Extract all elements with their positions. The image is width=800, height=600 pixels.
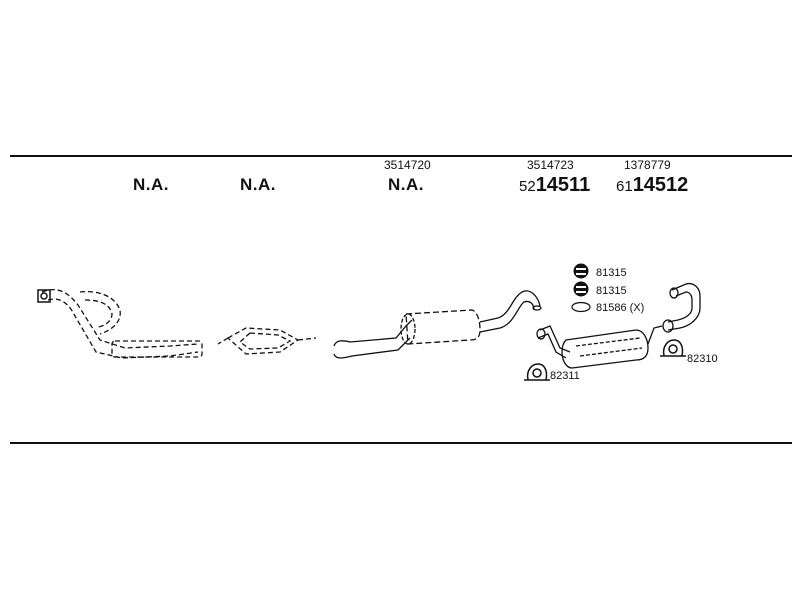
- part-number-3514720: 3514720: [384, 158, 431, 172]
- bottom-rule: [10, 442, 792, 444]
- catalytic-converter-drawing: [217, 327, 317, 355]
- part-number-1378779: 1378779: [624, 158, 671, 172]
- label-na-3: N.A.: [388, 175, 424, 194]
- ref-14511: 5214511: [519, 174, 590, 197]
- ref-14512: 6114512: [616, 174, 688, 197]
- code-81315-a: 81315: [596, 267, 627, 279]
- label-na-1: N.A.: [133, 175, 169, 194]
- gasket-icon-81586: [571, 301, 591, 313]
- front-pipe-drawing: [41, 289, 203, 359]
- rubber-mount-icon-81315-b: [573, 281, 589, 297]
- label-na-2: N.A.: [240, 175, 276, 194]
- rear-silencer-drawing: [536, 325, 663, 369]
- ref-14512-number: 14512: [632, 174, 689, 196]
- clamp-icon-82310: [660, 339, 686, 357]
- ref-14512-prefix: 61: [616, 178, 633, 195]
- top-rule: [10, 155, 792, 157]
- clamp-icon-82311: [524, 363, 550, 381]
- code-82311: 82311: [550, 370, 580, 382]
- manifold-flange-icon: [37, 289, 51, 303]
- code-81586: 81586 (X): [596, 302, 645, 314]
- code-81315-b: 81315: [596, 285, 627, 297]
- ref-14511-number: 14511: [535, 174, 591, 196]
- part-number-3514723: 3514723: [527, 158, 574, 172]
- middle-silencer-drawing: [333, 290, 542, 359]
- ref-14511-prefix: 52: [519, 178, 536, 195]
- rubber-mount-icon-81315-a: [573, 263, 589, 279]
- tail-pipe-drawing: [662, 282, 701, 333]
- code-82310: 82310: [687, 353, 718, 365]
